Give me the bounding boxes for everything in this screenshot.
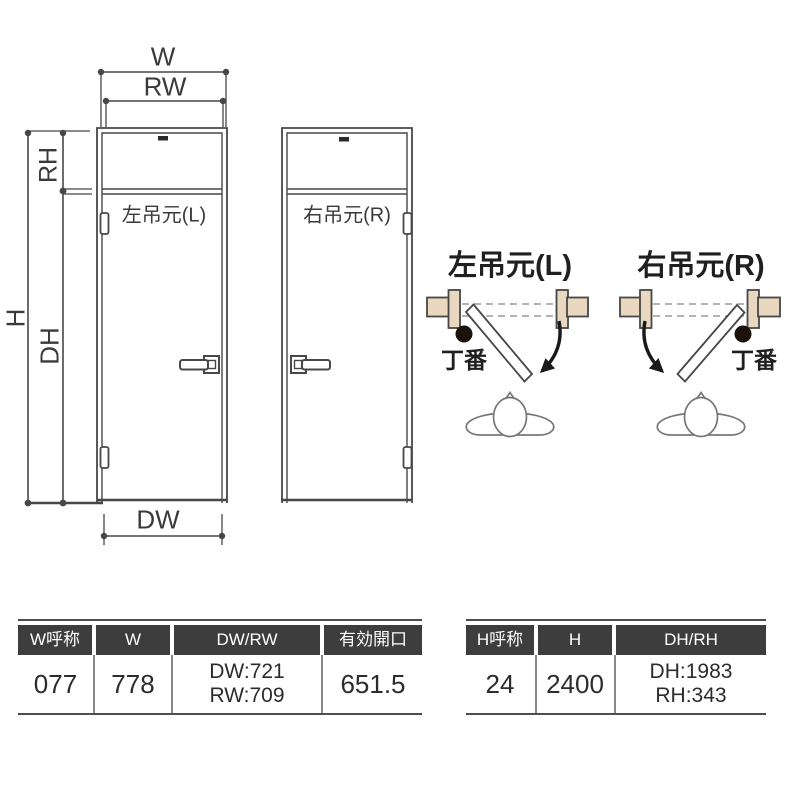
table-cell: 2400 [546,668,604,699]
hinge-icon [99,446,110,469]
swing-arrow-icon [539,320,562,373]
table-column-separator [321,655,323,713]
hinge-label-left: 丁番 [441,347,487,373]
hinge-icon [402,212,413,235]
table-bottom-rule [466,713,766,715]
table-cell: DW:721 RW:709 [209,660,285,707]
dimension-lines [27,71,227,545]
table-bottom-rule [18,713,422,715]
table-cell: 24 [485,668,515,699]
table-header-cell: W [96,625,170,655]
table-cell: 778 [111,668,155,699]
hinge-pivot-dot [734,325,752,343]
dim-label-dw: DW [136,504,180,535]
table-header-cell: DH/RH [616,625,766,655]
table-header-cell: H呼称 [466,625,534,655]
swing-arrow-icon [642,320,665,373]
swing-diagram-left [426,289,589,438]
table-column-separator [614,655,616,713]
door-handle-icon [179,355,220,374]
swing-right-title: 右吊元(R) [637,250,765,282]
table-column-separator [535,655,537,713]
swing-diagram-right [619,289,781,438]
table-header-cell: 有効開口 [324,625,422,655]
table-cell: 077 [33,668,78,699]
person-icon [656,391,746,438]
table-column-separator [171,655,173,713]
hinge-label-right: 丁番 [731,347,777,373]
dim-label-dh: DH [34,327,65,365]
right-door-label: 右吊元(R) [303,204,391,227]
hinge-icon [99,212,110,235]
dim-label-w: W [150,41,176,72]
person-icon [465,391,555,438]
dim-label-rh: RH [34,146,63,184]
table-top-rule [18,619,422,621]
table-header-cell: H [538,625,612,655]
right-door-elevation [281,127,413,503]
swing-left-title: 左吊元(L) [447,250,573,282]
dimension-endpoint-dots [24,68,230,540]
table-header-cell: DW/RW [174,625,320,655]
table-cell: 651.5 [340,668,406,699]
door-closer-mark [339,137,349,142]
open-door-blade [464,303,534,383]
door-closer-mark [158,136,168,141]
hinge-pivot-dot [455,325,473,343]
wall-section-icons [426,289,589,329]
dim-label-rw: RW [143,71,187,102]
dim-label-h: H [0,308,31,328]
hinge-icon [402,446,413,469]
table-cell: DH:1983 RH:343 [649,660,733,707]
table-column-separator [93,655,95,713]
open-door-blade [676,303,746,383]
table-header-cell: W呼称 [18,625,92,655]
left-door-label: 左吊元(L) [121,204,207,227]
table-top-rule [466,619,766,621]
wall-section-icons [619,289,781,329]
left-door-elevation [96,127,228,503]
door-handle-icon [290,355,331,374]
